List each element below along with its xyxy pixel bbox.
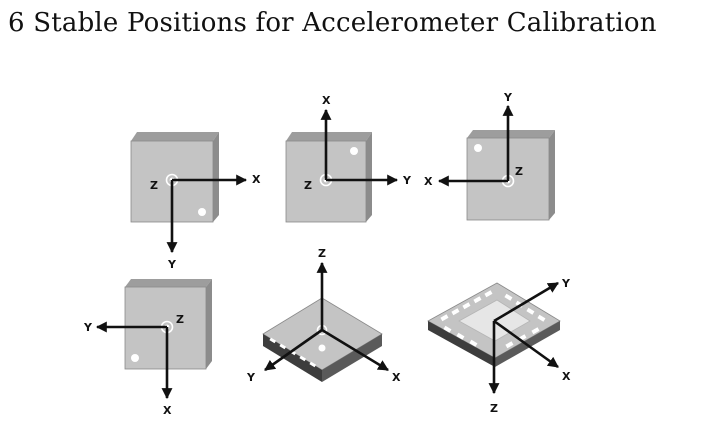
z-axis-label: Z: [304, 179, 312, 192]
pin1-dot: [350, 147, 358, 155]
x-axis-label: X: [392, 371, 401, 384]
x-axis-arrow: [493, 319, 559, 369]
chip-pads: [440, 290, 546, 349]
pin1-dot: [131, 354, 139, 362]
position-4: Y X Z: [83, 279, 212, 417]
z-axis-label: Z: [490, 402, 498, 415]
z-axis-label: Z: [318, 247, 326, 260]
position-2: X Y Z: [285, 94, 412, 223]
position-1: X Y Z: [130, 132, 261, 271]
x-axis-label: X: [562, 370, 571, 383]
z-axis-label: Z: [176, 313, 184, 326]
sensor-chip-3: [466, 130, 555, 221]
position-5: Z Y X: [246, 247, 401, 384]
x-axis-label: X: [322, 94, 331, 107]
x-axis-label: X: [163, 404, 172, 417]
z-axis-label: Z: [150, 179, 158, 192]
x-axis-label: X: [252, 173, 261, 186]
y-axis-label: Y: [402, 174, 412, 187]
z-axis-label: Z: [515, 165, 523, 178]
x-axis-arrow: [321, 328, 389, 372]
y-axis-label: Y: [561, 277, 571, 290]
y-axis-label: Y: [167, 258, 177, 271]
position-6: Y X Z: [427, 277, 571, 415]
pin1-dot: [318, 344, 326, 352]
y-axis-arrow: [493, 281, 559, 323]
y-axis-label: Y: [503, 91, 513, 104]
pin1-dot: [474, 144, 482, 152]
pin1-dot: [198, 208, 206, 216]
y-axis-label: Y: [83, 321, 93, 334]
page-title: 6 Stable Positions for Accelerometer Cal…: [8, 8, 657, 38]
x-axis-label: X: [424, 175, 433, 188]
sensor-chip-4: [124, 279, 212, 370]
position-3: Y X Z: [424, 91, 555, 221]
sensor-chip-2: [285, 132, 372, 223]
sensor-chip-1: [130, 132, 219, 223]
y-axis-label: Y: [246, 371, 256, 384]
y-axis-arrow: [264, 328, 323, 372]
